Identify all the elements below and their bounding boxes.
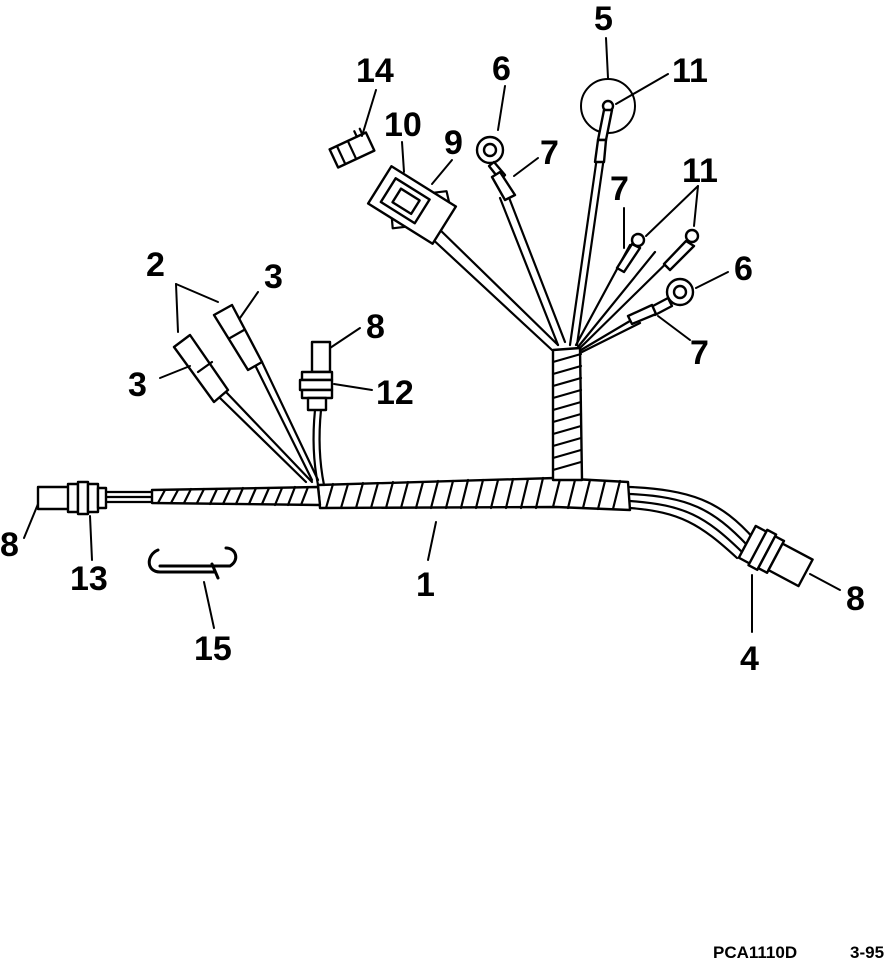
connector-9-10: [366, 165, 458, 245]
callout-14: 14: [356, 52, 394, 90]
right-terminals: [615, 228, 700, 326]
callout-7-right-bottom: 7: [690, 334, 709, 372]
connector-4: [737, 524, 814, 588]
connector-13: [36, 480, 108, 516]
callout-7-right-top: 7: [610, 170, 629, 208]
callout-6-right: 6: [734, 250, 753, 288]
bullet-lead-upper: [212, 303, 320, 482]
connector-12: [298, 340, 334, 487]
right-wire-bundle: [628, 485, 757, 560]
part-14-connector: [328, 127, 376, 169]
part-15-clip: [147, 546, 238, 580]
vertical-branch: [551, 346, 584, 482]
callout-9: 9: [444, 124, 463, 162]
leader-lines: [23, 37, 841, 633]
ring-terminal-top: [475, 135, 517, 202]
bullet-lead-lower: [172, 333, 314, 484]
branch-fan-wires: [426, 148, 692, 354]
callout-10: 10: [384, 106, 422, 144]
detail-circle-5: [580, 78, 636, 164]
callout-15: 15: [194, 630, 232, 668]
figure-date: 3-95: [850, 943, 884, 961]
callout-3-upper: 3: [264, 258, 283, 296]
callout-6-top: 6: [492, 50, 511, 88]
callout-8-upper: 8: [366, 308, 385, 346]
callout-11-right: 11: [682, 152, 718, 190]
callout-8-left: 8: [0, 526, 19, 564]
callout-labels: 1 2 3 3 4 5 6 6 7 7 7 8 8 8 9 10 11 11 1…: [0, 0, 865, 678]
callout-3-lower: 3: [128, 366, 147, 404]
figure-code: PCA1110D: [713, 943, 797, 961]
main-harness-trunk: [103, 476, 632, 512]
callout-7-top: 7: [540, 134, 559, 172]
callout-5: 5: [594, 0, 613, 38]
callout-11-top: 11: [672, 52, 708, 90]
callout-8-right: 8: [846, 580, 865, 618]
callout-13: 13: [70, 560, 108, 598]
callout-4: 4: [740, 640, 759, 678]
callout-12: 12: [376, 374, 414, 412]
figure-footer: PCA1110D 3-95: [713, 943, 884, 961]
callout-1: 1: [416, 566, 435, 604]
callout-2: 2: [146, 246, 165, 284]
